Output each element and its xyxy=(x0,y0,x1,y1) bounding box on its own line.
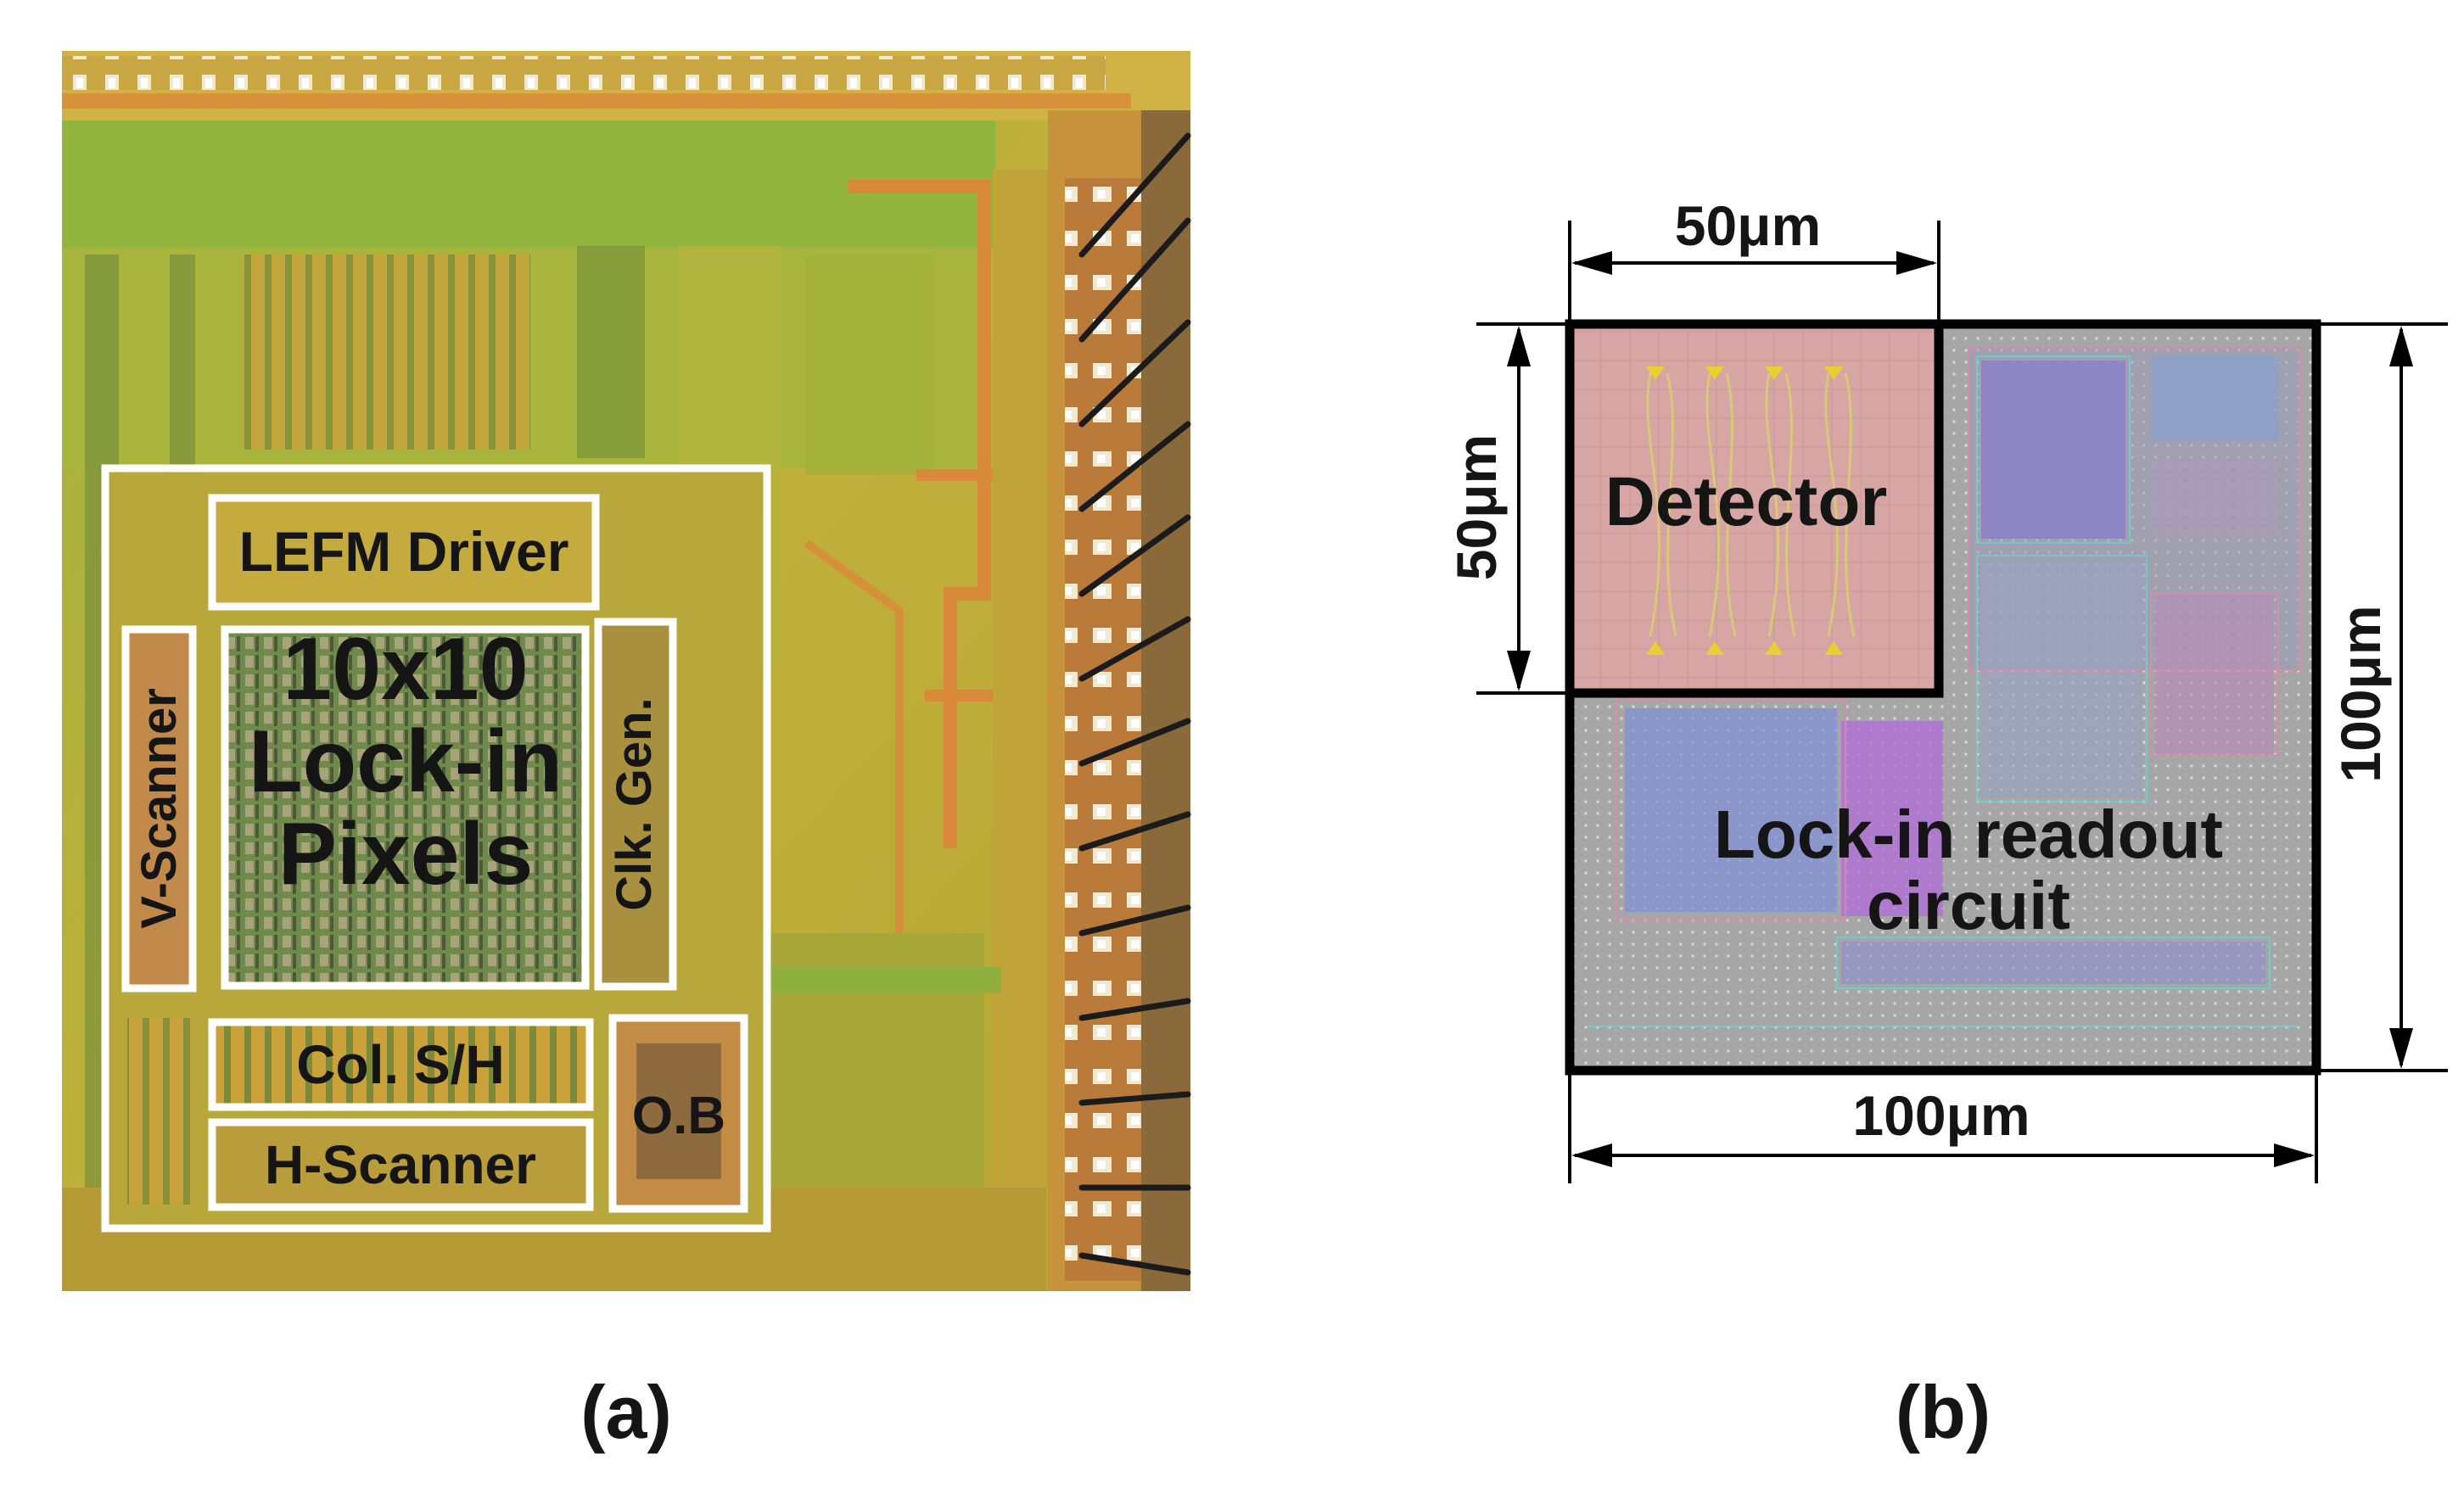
v-scanner-box xyxy=(121,625,197,993)
clk-gen-label: Clk. Gen. xyxy=(607,697,662,911)
h-scanner-label: H-Scanner xyxy=(264,1134,537,1195)
dim-left-label: 50μm xyxy=(1445,433,1508,581)
detector-label: Detector xyxy=(1604,463,1888,540)
bond-wires xyxy=(1078,132,1191,1276)
dimension-lines xyxy=(1476,221,2448,1183)
detector-outline xyxy=(1565,319,1944,698)
pixel-array-label-line3: Pixels xyxy=(277,805,534,904)
ob-box xyxy=(608,1014,748,1213)
clk-gen-box xyxy=(594,618,677,991)
detector-contacts xyxy=(1646,366,1843,655)
lefm-driver-box xyxy=(208,494,600,611)
v-scanner-label: V-Scanner xyxy=(132,688,187,929)
caption-b: (b) xyxy=(1895,1370,1991,1454)
detector-fingers xyxy=(1646,372,1856,637)
detector-region xyxy=(1574,328,1935,689)
readout-label-line1: Lock-in readout xyxy=(1713,797,2224,872)
lefm-driver-label: LEFM Driver xyxy=(238,520,569,583)
dimension-arrowheads xyxy=(1507,251,2413,1167)
pixel-array-label-line2: Lock-in xyxy=(249,713,563,812)
ob-label: O.B xyxy=(631,1087,726,1145)
readout-label: Lock-in readout circuit xyxy=(1663,799,2274,942)
col-sh-box xyxy=(208,1018,594,1111)
dim-right-label: 100μm xyxy=(2329,605,2392,783)
pixel-array-label-line1: 10x10 xyxy=(283,620,529,719)
outer-block-box xyxy=(101,464,771,1233)
caption-a: (a) xyxy=(580,1370,672,1454)
dim-bottom-label: 100μm xyxy=(1852,1084,2030,1147)
col-sh-label: Col. S/H xyxy=(296,1034,505,1095)
readout-label-line2: circuit xyxy=(1866,868,2071,943)
pixel-array-label: 10x10 Lock-in Pixels xyxy=(227,623,584,902)
pixel-array-box xyxy=(221,625,590,990)
h-scanner-box xyxy=(208,1118,594,1211)
dim-top-label: 50μm xyxy=(1674,194,1822,257)
